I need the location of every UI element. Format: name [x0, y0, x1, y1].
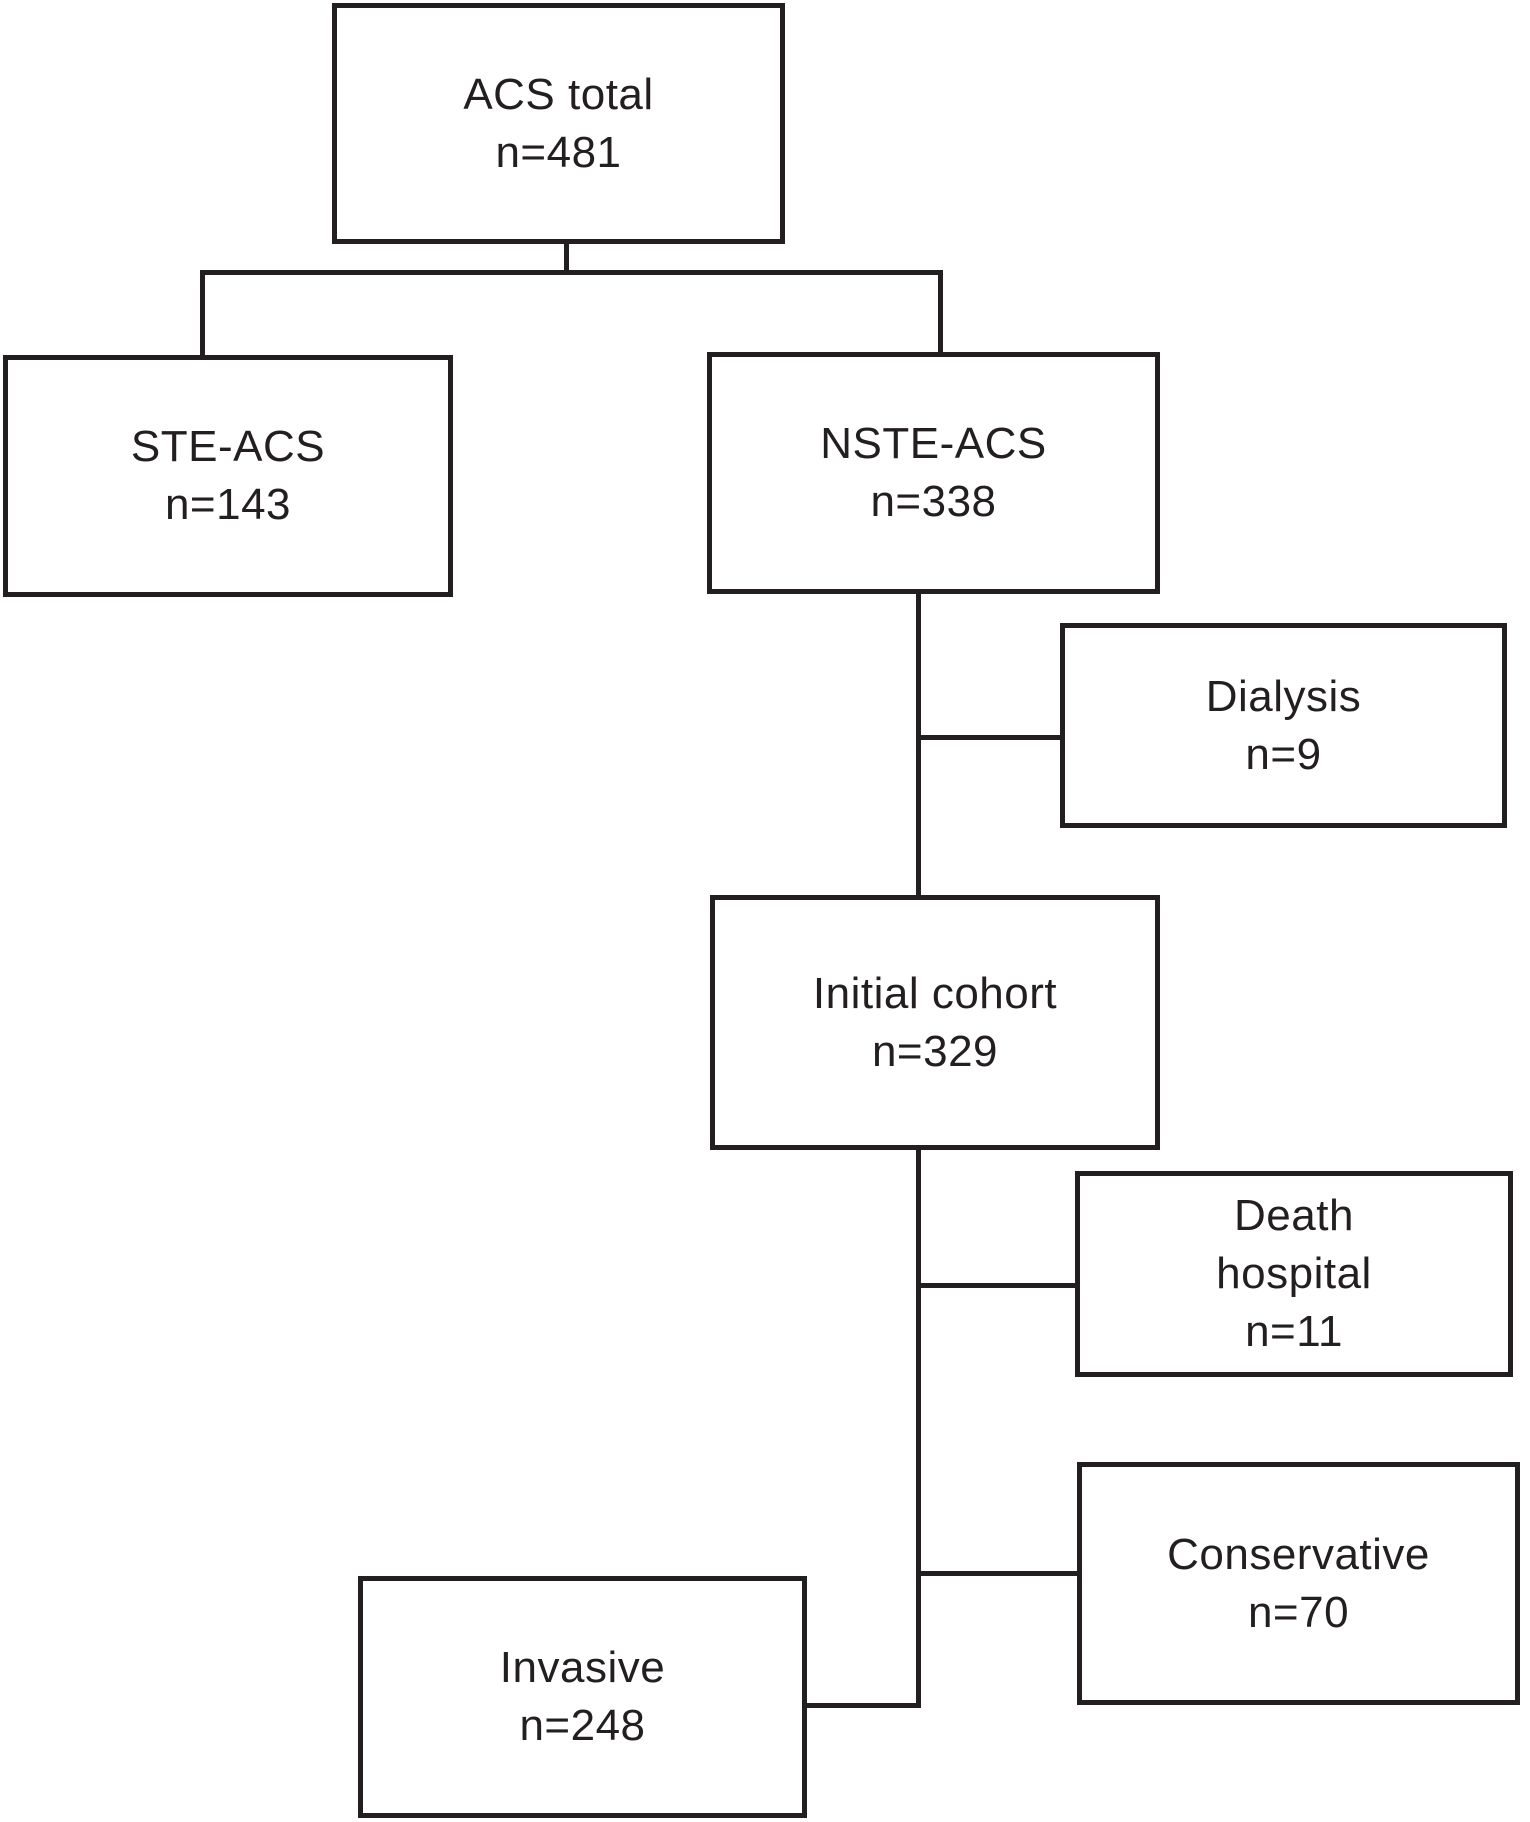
node-death-hospital-label-2: hospital — [1216, 1249, 1372, 1298]
node-ste-acs-count: n=143 — [164, 480, 292, 529]
node-death-hospital-label-1: Death — [1234, 1191, 1354, 1240]
node-conservative-label: Conservative — [1167, 1529, 1430, 1579]
node-nste-acs-label: NSTE-ACS — [820, 419, 1047, 468]
connector-to-invasive — [805, 1703, 921, 1708]
node-invasive-label: Invasive — [499, 1643, 666, 1692]
connector-to-conservative — [918, 1571, 1079, 1576]
node-acs-total-label: ACS total — [463, 69, 654, 119]
node-invasive: Invasive n=248 — [358, 1576, 807, 1818]
node-conservative: Conservative n=70 — [1077, 1462, 1520, 1705]
node-ste-acs: STE-ACS n=143 — [3, 355, 453, 597]
connector-to-dialysis — [918, 735, 1062, 740]
connector-to-death-hospital — [918, 1283, 1077, 1288]
connector-top-branch — [200, 270, 943, 275]
node-death-hospital: Death hospital n=11 — [1075, 1171, 1513, 1377]
node-initial-cohort-count: n=329 — [871, 1026, 999, 1076]
connector-to-nste-acs — [938, 270, 943, 357]
node-dialysis-count: n=9 — [1245, 729, 1322, 779]
connector-acs-total-stem — [564, 244, 569, 275]
node-initial-cohort-label: Initial cohort — [812, 968, 1058, 1018]
node-dialysis-label: Dialysis — [1205, 671, 1362, 721]
node-ste-acs-label: STE-ACS — [130, 422, 326, 471]
node-initial-cohort: Initial cohort n=329 — [710, 895, 1160, 1150]
connector-nste-to-initial — [916, 594, 921, 900]
node-acs-total: ACS total n=481 — [332, 3, 785, 244]
connector-to-ste-acs — [200, 270, 205, 360]
node-death-hospital-count: n=11 — [1245, 1307, 1343, 1356]
node-conservative-count: n=70 — [1247, 1587, 1350, 1637]
node-nste-acs: NSTE-ACS n=338 — [707, 352, 1160, 594]
node-dialysis: Dialysis n=9 — [1060, 623, 1507, 828]
node-acs-total-count: n=481 — [495, 127, 622, 177]
connector-initial-down — [916, 1150, 921, 1708]
node-nste-acs-count: n=338 — [870, 477, 997, 526]
node-invasive-count: n=248 — [519, 1701, 646, 1750]
